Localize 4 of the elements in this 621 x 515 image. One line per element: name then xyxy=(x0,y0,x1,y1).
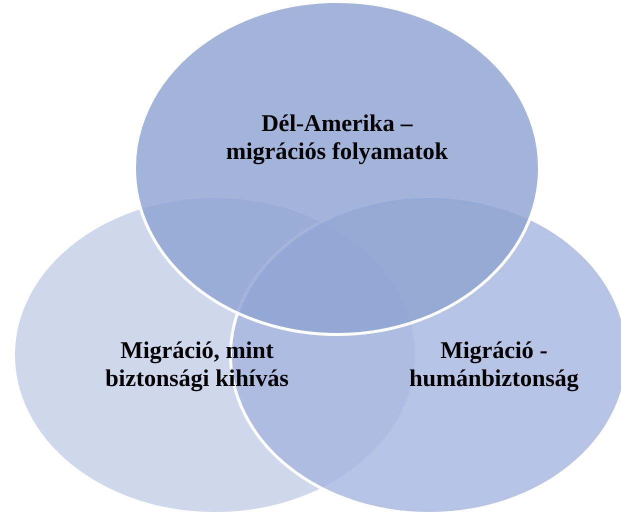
venn-circle xyxy=(133,0,541,336)
circle-label: Migráció - humánbiztonság xyxy=(408,337,580,393)
circle-label: Migráció, mint biztonsági kihívás xyxy=(104,337,290,393)
circle-label: Dél-Amerika – migrációs folyamatok xyxy=(225,110,449,166)
